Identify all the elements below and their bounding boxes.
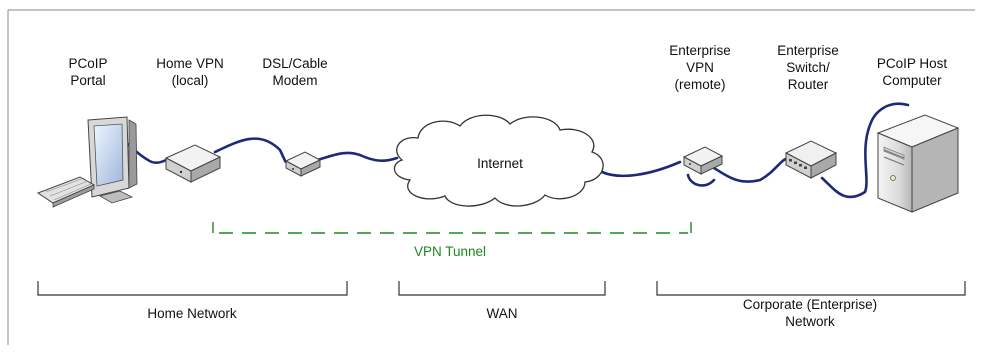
enterprise-vpn-label-line1: Enterprise — [669, 43, 731, 58]
enterprise-vpn-label-line2: VPN — [686, 60, 714, 75]
home-network-bracket — [37, 281, 348, 296]
modem-device-icon — [284, 151, 322, 177]
modem-label-line1: DSL/Cable — [262, 56, 328, 71]
keyboard-icon — [36, 176, 96, 208]
wan-label: WAN — [462, 305, 542, 322]
home-network-label: Home Network — [122, 305, 262, 322]
switch-router-device-icon — [784, 140, 838, 179]
cable-homevpn-modem — [213, 137, 290, 165]
switch-router-label-line3: Router — [787, 77, 829, 92]
cable-modem-internet — [315, 151, 399, 162]
home-vpn-device-icon — [164, 144, 222, 183]
modem-label: DSL/Cable Modem — [245, 55, 345, 89]
pcoip-portal-label-line1: PCoIP — [68, 56, 108, 71]
host-computer-label-line1: PCoIP Host — [876, 56, 948, 71]
cable-vpn-loop — [686, 173, 716, 187]
vpn-tunnel — [212, 222, 692, 234]
switch-router-label: Enterprise Switch/ Router — [758, 42, 858, 93]
vpn-tunnel-label-text: VPN Tunnel — [413, 244, 487, 259]
section-brackets — [37, 281, 966, 296]
pcoip-portal-label-line2: Portal — [70, 73, 106, 88]
home-vpn-label-line1: Home VPN — [156, 56, 224, 71]
switch-router-label-line1: Enterprise — [777, 43, 839, 58]
enterprise-vpn-label: Enterprise VPN (remote) — [650, 42, 750, 93]
corporate-network-label-line2: Network — [785, 314, 835, 329]
home-vpn-label-line2: (local) — [171, 73, 209, 88]
cable-internet-vpn — [600, 160, 682, 178]
enterprise-vpn-label-line3: (remote) — [674, 77, 726, 92]
internet-label-text: Internet — [477, 156, 523, 171]
pcoip-host-computer-icon — [876, 114, 960, 213]
corporate-network-bracket — [656, 281, 966, 296]
pcoip-portal-label: PCoIP Portal — [48, 55, 128, 89]
pcoip-portal-monitor-icon — [87, 116, 138, 204]
internet-cloud-icon — [393, 114, 604, 207]
modem-label-line2: Modem — [272, 73, 318, 88]
corporate-network-label: Corporate (Enterprise) Network — [720, 296, 900, 330]
enterprise-vpn-device-icon — [682, 146, 724, 175]
cable-vpn-switch — [712, 156, 790, 183]
cable-switch-host — [820, 102, 910, 199]
wan-label-text: WAN — [486, 306, 518, 321]
internet-label: Internet — [455, 155, 545, 172]
host-computer-label-line2: Computer — [882, 73, 942, 88]
wan-bracket — [398, 281, 606, 296]
vpn-tunnel-label: VPN Tunnel — [400, 243, 500, 260]
home-network-label-text: Home Network — [147, 306, 237, 321]
home-vpn-label: Home VPN (local) — [140, 55, 240, 89]
corporate-network-label-line1: Corporate (Enterprise) — [742, 297, 878, 312]
switch-router-label-line2: Switch/ — [786, 60, 830, 75]
host-computer-label: PCoIP Host Computer — [862, 55, 962, 89]
